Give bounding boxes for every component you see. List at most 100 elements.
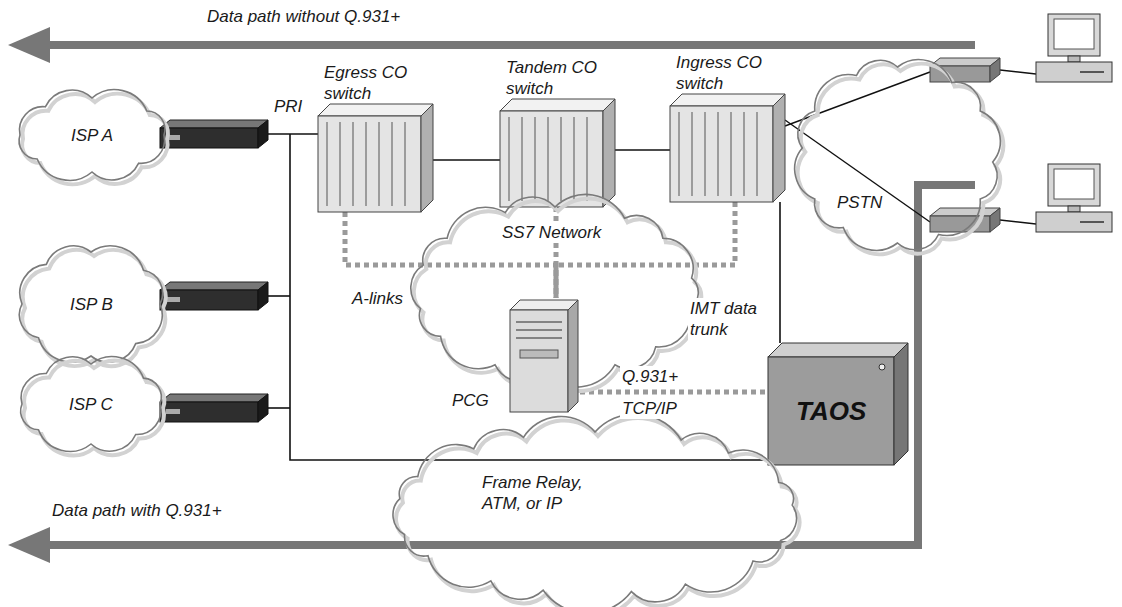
modem-side bbox=[990, 208, 1000, 232]
server-slot bbox=[516, 321, 562, 323]
drive-slot bbox=[1080, 71, 1104, 73]
modem-top bbox=[930, 58, 1000, 66]
server-side bbox=[568, 300, 578, 412]
network-cloud: Frame Relay, ATM, or IP bbox=[385, 420, 805, 605]
computer-base bbox=[1036, 212, 1112, 232]
cabinet-panel bbox=[522, 117, 523, 201]
cloud-outline bbox=[795, 60, 1001, 251]
cabinet-panel bbox=[327, 122, 328, 206]
router-side bbox=[258, 282, 268, 310]
signaling-link bbox=[580, 390, 768, 395]
diagram-label: Data path with Q.931+ bbox=[50, 500, 224, 521]
trunk-line bbox=[779, 202, 781, 343]
data-path-arrow bbox=[46, 41, 975, 49]
router-light bbox=[166, 297, 180, 302]
isp-wire bbox=[268, 407, 290, 409]
network-cloud: ISP A bbox=[8, 86, 176, 184]
cabinet-side bbox=[773, 94, 785, 202]
cabinet-panel bbox=[757, 112, 758, 196]
router-top bbox=[160, 282, 268, 290]
cabinet-panel bbox=[561, 117, 562, 201]
router-side bbox=[258, 120, 268, 148]
server-drive bbox=[520, 350, 558, 358]
node-label: SS7 Network bbox=[500, 222, 603, 243]
cloud-outline bbox=[411, 194, 698, 387]
server-slot bbox=[516, 329, 562, 331]
cabinet-side bbox=[421, 104, 433, 212]
cabinet-panel bbox=[587, 117, 588, 201]
data-path-arrow bbox=[46, 185, 975, 545]
monitor-neck bbox=[1068, 206, 1080, 212]
cabinet-panel bbox=[392, 122, 393, 206]
cabinet-panel bbox=[366, 122, 367, 206]
taos-unit: TAOS bbox=[768, 343, 908, 465]
cabinet-panel bbox=[731, 112, 732, 196]
cabinet-panel bbox=[679, 112, 680, 196]
cabinet-panel bbox=[509, 117, 510, 201]
cloud-outline bbox=[21, 357, 162, 452]
trunk-line bbox=[433, 159, 500, 161]
monitor bbox=[1048, 14, 1100, 56]
monitor-screen bbox=[1054, 169, 1094, 199]
drive-slot bbox=[1080, 221, 1104, 223]
cabinet-top bbox=[318, 104, 433, 116]
unit-front bbox=[768, 357, 894, 465]
cabinet-panel bbox=[405, 122, 406, 206]
node-label: PSTN bbox=[835, 192, 884, 213]
modem-cable bbox=[1000, 70, 1036, 74]
server-front bbox=[510, 310, 568, 412]
pri-wire bbox=[268, 133, 320, 135]
cabinet-front bbox=[500, 111, 603, 207]
node-label: ISP A bbox=[69, 125, 115, 146]
cabinet-front bbox=[670, 106, 773, 202]
network-cloud: PSTN bbox=[790, 55, 1005, 255]
cabinet-panel bbox=[548, 117, 549, 201]
cabinet-panel bbox=[353, 122, 354, 206]
router-top bbox=[160, 120, 268, 128]
router-side bbox=[258, 394, 268, 422]
node-label: Tandem CO switch bbox=[506, 57, 610, 99]
cabinet-panel bbox=[340, 122, 341, 206]
cloud-outline bbox=[19, 246, 162, 362]
router-front bbox=[160, 128, 258, 148]
diagram-label: Data path without Q.931+ bbox=[205, 6, 402, 27]
isp-wire bbox=[268, 295, 290, 297]
pstn-wire bbox=[785, 120, 930, 222]
node-label: Ingress CO switch bbox=[676, 52, 780, 94]
cabinet-side bbox=[603, 99, 615, 207]
monitor-screen bbox=[1054, 19, 1094, 49]
co-switch: Egress CO switch bbox=[318, 62, 433, 212]
monitor bbox=[1048, 164, 1100, 206]
diagram-label: A-links bbox=[350, 288, 405, 309]
cabinet-top bbox=[670, 94, 785, 106]
co-switch: Ingress CO switch bbox=[670, 52, 785, 202]
router-front bbox=[160, 290, 258, 310]
co-switch: Tandem CO switch bbox=[500, 57, 615, 207]
unit-light bbox=[879, 364, 885, 370]
cabinet-front bbox=[318, 116, 421, 212]
node-label: ISP B bbox=[68, 294, 115, 315]
trunk-line bbox=[615, 149, 670, 151]
computer-base bbox=[1036, 62, 1112, 82]
cabinet-panel bbox=[718, 112, 719, 196]
diagram-label: TCP/IP bbox=[620, 398, 679, 419]
network-cloud: ISP C bbox=[10, 352, 172, 456]
modem-side bbox=[990, 58, 1000, 82]
diagram-label: Q.931+ bbox=[620, 366, 680, 387]
cabinet-panel bbox=[535, 117, 536, 201]
cabinet-panel bbox=[744, 112, 745, 196]
cabinet-panel bbox=[379, 122, 380, 206]
server-slot bbox=[516, 337, 562, 339]
cloud-outline bbox=[19, 90, 165, 181]
node-label: Egress CO switch bbox=[324, 62, 428, 104]
router-top bbox=[160, 394, 268, 402]
modem-cable bbox=[1000, 220, 1036, 224]
network-cloud-shape bbox=[790, 55, 1005, 255]
node-label: Frame Relay, ATM, or IP bbox=[480, 472, 604, 514]
modem-top bbox=[930, 208, 1000, 216]
cabinet-panel bbox=[692, 112, 693, 196]
cabinet-top bbox=[500, 99, 615, 111]
cabinet-panel bbox=[705, 112, 706, 196]
router-light bbox=[166, 409, 180, 414]
